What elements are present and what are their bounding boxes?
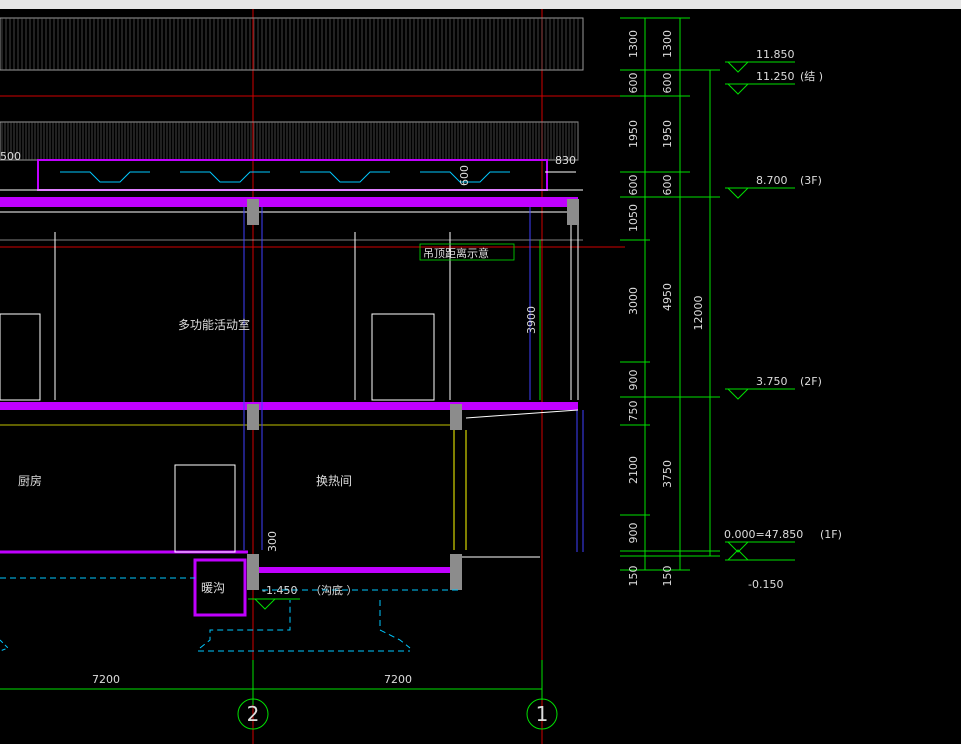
level-marker: 8.700 (3F) [725,174,822,199]
level-value: -0.150 [748,578,783,591]
grid-axis-2-label: 2 [247,702,260,726]
dim-3900: 3900 [525,306,538,334]
level-value: 0.000=47.850 [724,528,803,541]
dim-500: 500 [0,150,21,163]
room-exchange-label: 换热间 [316,474,352,488]
dim-col1-4: 1050 [627,204,640,232]
dim-col2-5: 3750 [661,460,674,488]
level-value: 11.850 [756,48,795,61]
dim-col2-6: 150 [661,566,674,587]
level-tag: (1F) [820,528,842,541]
dim-col1-5: 3000 [627,287,640,315]
level-tag: (结 ) [800,70,823,83]
vertical-dimensions [620,17,720,571]
trench-elevation: -1.450 [262,584,297,597]
vertical-dimension-texts: 1300 600 1950 600 1050 3000 900 750 2100 900 150 13… [627,30,705,587]
dim-col1-10: 150 [627,566,640,587]
grid-dimensions [0,660,558,730]
dim-830: 830 [555,154,576,167]
reference-lines [0,9,625,744]
room-kitchen-label: 厨房 [18,473,42,488]
dim-col1-3: 600 [627,175,640,196]
grid-axis-2-bubble [237,698,269,730]
dim-col2-3: 600 [661,175,674,196]
grid-axis-1-bubble [526,698,558,730]
level-tag: (3F) [800,174,822,187]
level-value: 8.700 [756,174,788,187]
dim-col2-4: 4950 [661,283,674,311]
dim-300: 300 [266,531,279,552]
level-markers: 11.850 11.250 (结 ) 8.700 (3F) 3.750 (2F) 0.000=… [724,48,842,591]
room-labels: 多功能活动室 厨房 换热间 暖沟 [18,317,352,595]
dim-col2-0: 1300 [661,30,674,58]
dim-total: 12000 [692,296,705,331]
level-tag: (2F) [800,375,822,388]
level-marker: 0.000=47.850 (1F) [724,528,842,553]
section-drawing[interactable]: 多功能活动室 厨房 换热间 暖沟 吊顶距离示意 3900 300 600 830… [0,9,961,744]
hatch1-lines [1,18,579,70]
grid-dim-right: 7200 [384,673,412,686]
hatch2-lines [1,122,579,160]
dim-col2-2: 1950 [661,120,674,148]
foundations [0,558,460,652]
room-multi-label: 多功能活动室 [178,317,250,332]
dim-col1-1: 600 [627,73,640,94]
dim-col1-7: 750 [627,401,640,422]
level-marker: -0.150 [725,549,795,591]
level-marker: 11.250 (结 ) [725,70,823,95]
dim-col1-8: 2100 [627,456,640,484]
grid-dim-left: 7200 [92,673,120,686]
level-marker: 11.850 [725,48,795,73]
level-value: 3.750 [756,375,788,388]
dim-col1-6: 900 [627,370,640,391]
columns [247,199,579,590]
floor-slabs [0,197,583,573]
level-value: 11.250 [756,70,795,83]
dim-col1-9: 900 [627,523,640,544]
level-marker: 3.750 (2F) [725,375,822,400]
walls [0,207,584,553]
viewport-top-bar [0,0,961,9]
dim-600-inner: 600 [458,165,471,186]
roof-parapet-hatch [0,17,584,161]
grid-axis-1-label: 1 [536,702,549,726]
room-trench-label: 暖沟 [201,581,225,595]
dim-col1-0: 1300 [627,30,640,58]
roof-parapet [0,159,583,191]
ceiling-note: 吊顶距离示意 [423,246,489,260]
annotations: 吊顶距离示意 3900 300 600 830 500 -1.450 （沟底 ） [0,150,576,610]
dim-col1-2: 1950 [627,120,640,148]
trench-note: （沟底 ） [310,583,358,597]
dim-col2-1: 600 [661,73,674,94]
